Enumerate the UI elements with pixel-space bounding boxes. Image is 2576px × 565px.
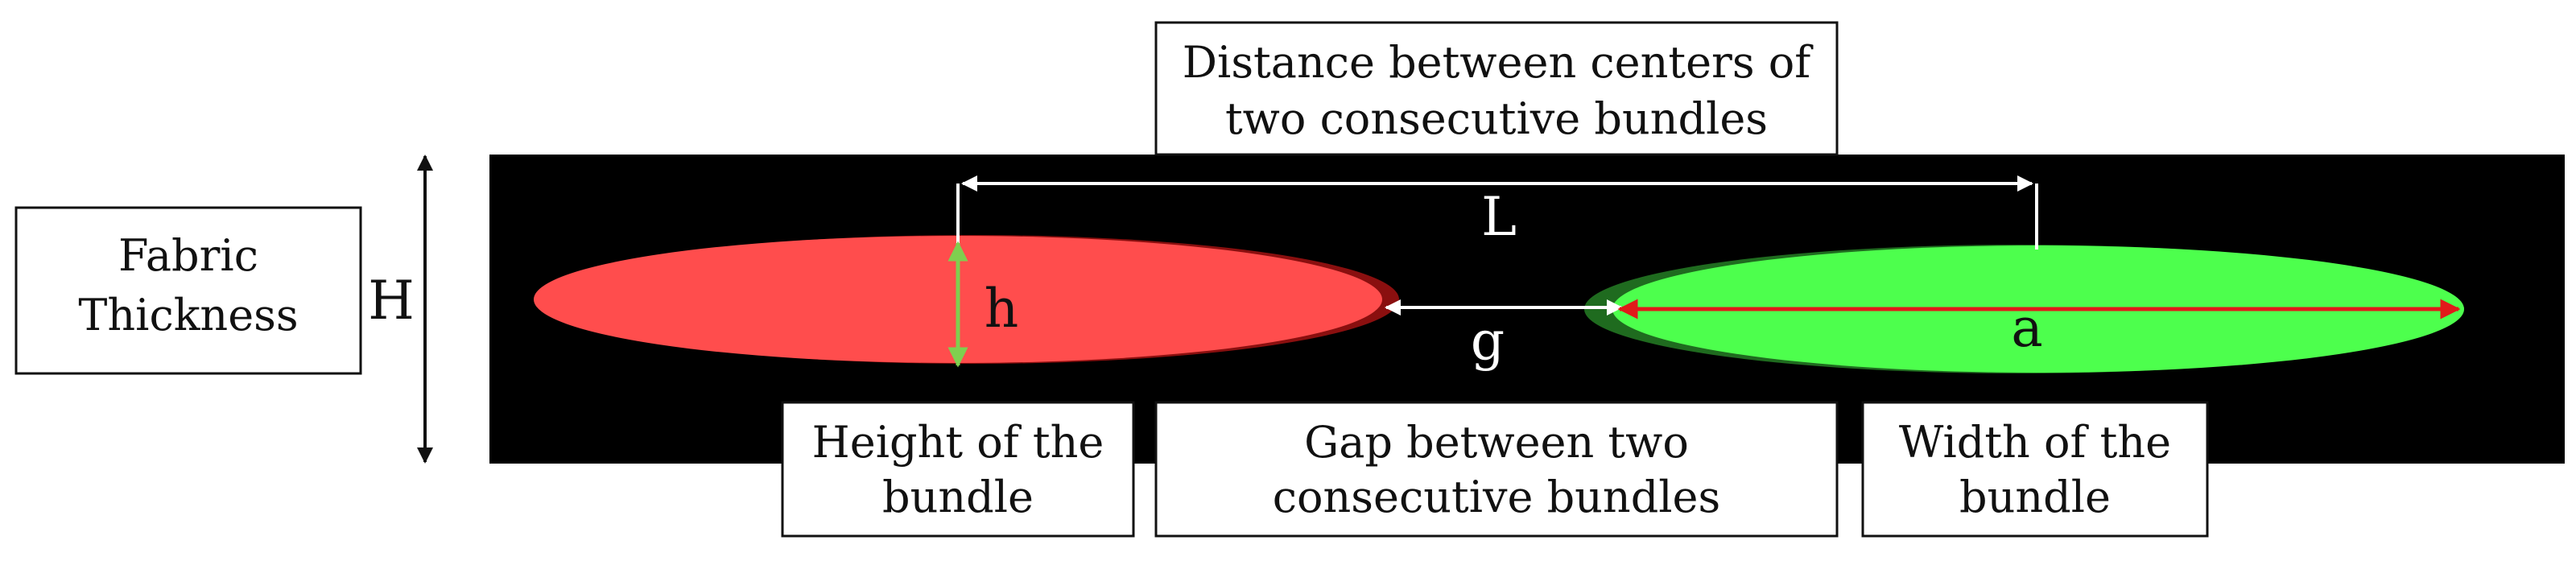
symbol-L: L	[1481, 186, 1517, 248]
height-label-box	[781, 401, 1135, 538]
thickness-label-line2: Thickness	[78, 290, 298, 340]
distance-label-box	[1154, 21, 1839, 156]
gap-label-line1: Gap between two	[1304, 417, 1689, 468]
distance-dimension	[956, 175, 2038, 250]
symbol-h: h	[985, 278, 1019, 340]
height-label-line2: bundle	[882, 472, 1034, 522]
symbol-H: H	[368, 270, 415, 332]
symbol-a: a	[2011, 297, 2042, 359]
width-label-line1: Width of the	[1899, 417, 2171, 468]
symbol-g: g	[1471, 310, 1505, 372]
height-label-line1: Height of the	[812, 417, 1104, 468]
width-label-box	[1861, 401, 2209, 538]
width-label-line2: bundle	[1959, 472, 2111, 522]
thickness-label-box	[14, 206, 362, 375]
gap-label-box	[1154, 401, 1839, 538]
gap-label-line2: consecutive bundles	[1273, 472, 1720, 522]
distance-label-line2: two consecutive bundles	[1225, 93, 1768, 144]
thickness-label-line1: Fabric	[118, 230, 258, 281]
distance-label-line1: Distance between centers of	[1183, 37, 1814, 88]
